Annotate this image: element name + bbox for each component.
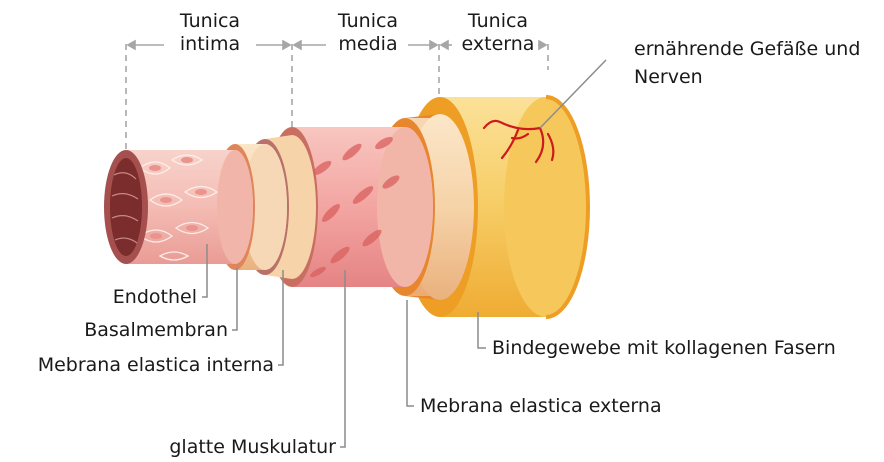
nucleus <box>150 233 162 239</box>
label-elastica-externa: Mebrana elastica externa <box>420 395 662 418</box>
arrow-head <box>128 41 135 49</box>
label-muskulatur: glatte Muskulatur <box>110 436 336 459</box>
label-line: ernährende Gefäße und <box>634 38 860 61</box>
leader-muskulatur <box>340 270 345 447</box>
tunica-media-title: Tunica media <box>318 10 418 56</box>
tunica-intima-title: Tunica intima <box>160 10 260 56</box>
arrow-head <box>441 41 448 49</box>
label-endothel: Endothel <box>40 286 197 309</box>
leader-bindegewebe <box>478 312 486 348</box>
title-line: Tunica <box>160 10 260 33</box>
label-bindegewebe: Bindegewebe mit kollagenen Fasern <box>492 337 836 360</box>
leader-vessels-nerves <box>540 60 606 128</box>
nucleus <box>160 197 172 203</box>
nucleus <box>195 189 207 195</box>
tunica-media-end <box>377 127 433 287</box>
nucleus <box>149 165 161 171</box>
label-elastica-interna: Mebrana elastica interna <box>4 354 274 377</box>
leader-elastica-interna <box>278 270 283 365</box>
vessel-illustration <box>104 97 588 317</box>
title-line: Tunica <box>448 10 548 33</box>
leader-basalmembran <box>232 268 237 330</box>
label-basalmembran: Basalmembran <box>30 319 228 342</box>
title-line: media <box>318 33 418 56</box>
arrow-head <box>294 41 301 49</box>
label-vessels-nerves: ernährende Gefäße und Nerven <box>634 38 860 89</box>
title-line: intima <box>160 33 260 56</box>
nucleus <box>181 157 193 163</box>
label-line: Nerven <box>634 66 860 89</box>
tunica-externa-title: Tunica externa <box>448 10 548 56</box>
tunica-intima-end <box>217 150 253 264</box>
title-line: Tunica <box>318 10 418 33</box>
title-line: externa <box>448 33 548 56</box>
arrow-head <box>430 41 437 49</box>
nucleus <box>186 225 198 231</box>
leader-elastica-externa <box>407 300 414 406</box>
arrow-head <box>283 41 290 49</box>
